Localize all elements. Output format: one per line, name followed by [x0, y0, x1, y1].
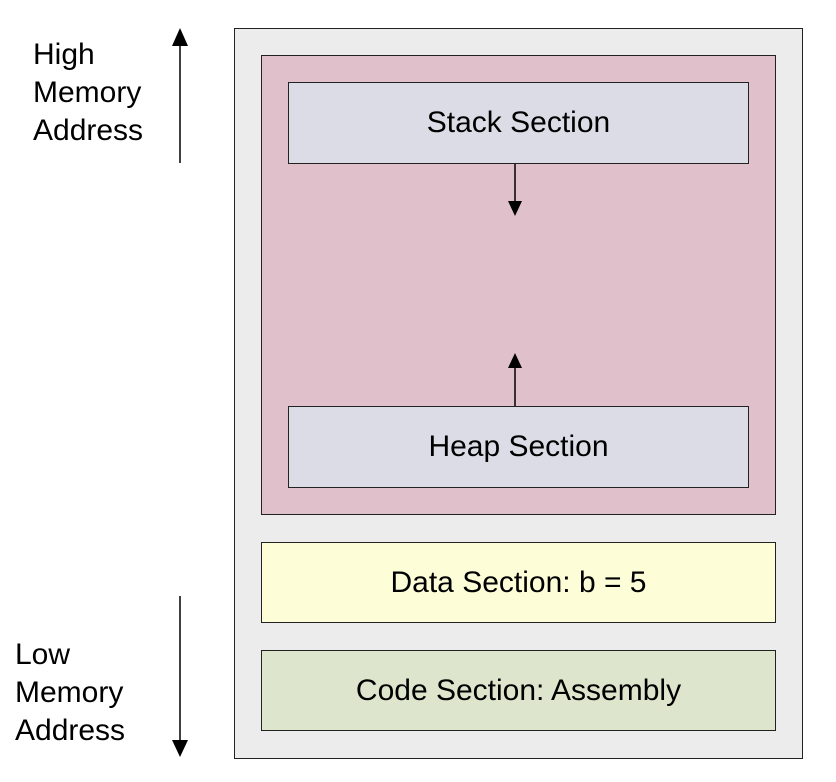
heap-section-box: Heap Section	[288, 406, 749, 488]
code-section-box: Code Section: Assembly	[261, 650, 776, 731]
stack-section-box: Stack Section	[288, 82, 749, 164]
high-label-line-3: Address	[33, 114, 144, 147]
high-label-line-1: High	[33, 38, 95, 71]
high-memory-address-label: High Memory Address	[33, 36, 143, 150]
data-section-box: Data Section: b = 5	[261, 542, 776, 623]
data-section-label: Data Section: b = 5	[390, 565, 647, 599]
low-label-line-2: Memory	[15, 676, 124, 709]
low-label-line-1: Low	[15, 638, 71, 671]
low-memory-address-label: Low Memory Address	[15, 636, 125, 750]
high-memory-up-arrow-icon	[172, 28, 188, 163]
low-memory-down-arrow-icon	[172, 596, 188, 757]
heap-section-label: Heap Section	[428, 430, 609, 463]
high-label-line-2: Memory	[33, 76, 142, 109]
low-label-line-3: Address	[15, 714, 126, 747]
code-section-label: Code Section: Assembly	[355, 673, 682, 707]
stack-section-label: Stack Section	[426, 106, 611, 139]
